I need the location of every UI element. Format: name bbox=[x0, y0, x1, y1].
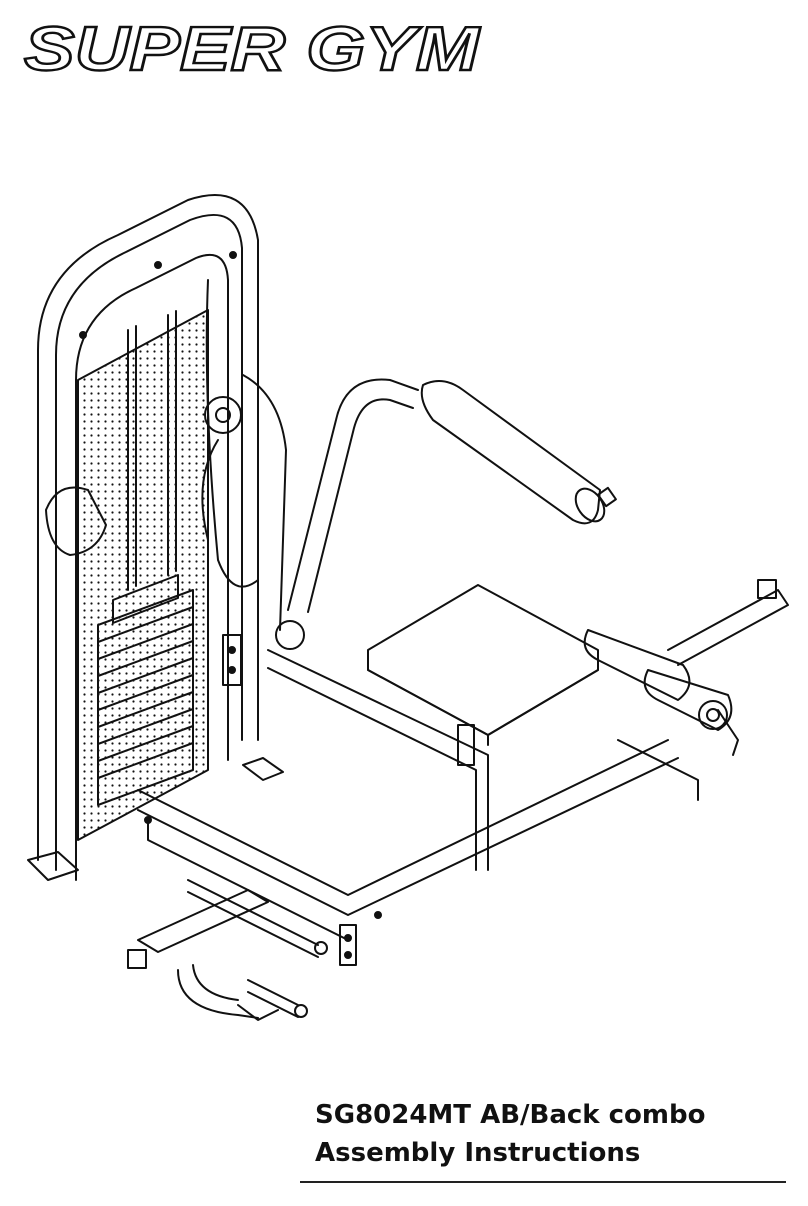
machine-illustration bbox=[18, 180, 798, 1030]
back-roller-pad bbox=[422, 381, 616, 527]
brand-logo-text: SUPER GYM bbox=[24, 15, 481, 82]
machine-line-drawing bbox=[18, 180, 798, 1030]
brand-logo-graphic: SUPER GYM bbox=[18, 12, 488, 82]
brand-logo: SUPER GYM bbox=[18, 12, 488, 82]
model-title: SG8024MT AB/Back combo bbox=[315, 1096, 795, 1134]
cable-pulley bbox=[202, 280, 258, 587]
seat-pad bbox=[368, 585, 598, 745]
foot-roller-pads bbox=[585, 580, 788, 755]
back-pad-arm bbox=[243, 375, 418, 649]
document-title: SG8024MT AB/Back combo Assembly Instruct… bbox=[315, 1096, 795, 1172]
front-foot-bar bbox=[128, 880, 327, 1020]
title-underline bbox=[300, 1181, 786, 1183]
document-subtitle: Assembly Instructions bbox=[315, 1134, 795, 1172]
